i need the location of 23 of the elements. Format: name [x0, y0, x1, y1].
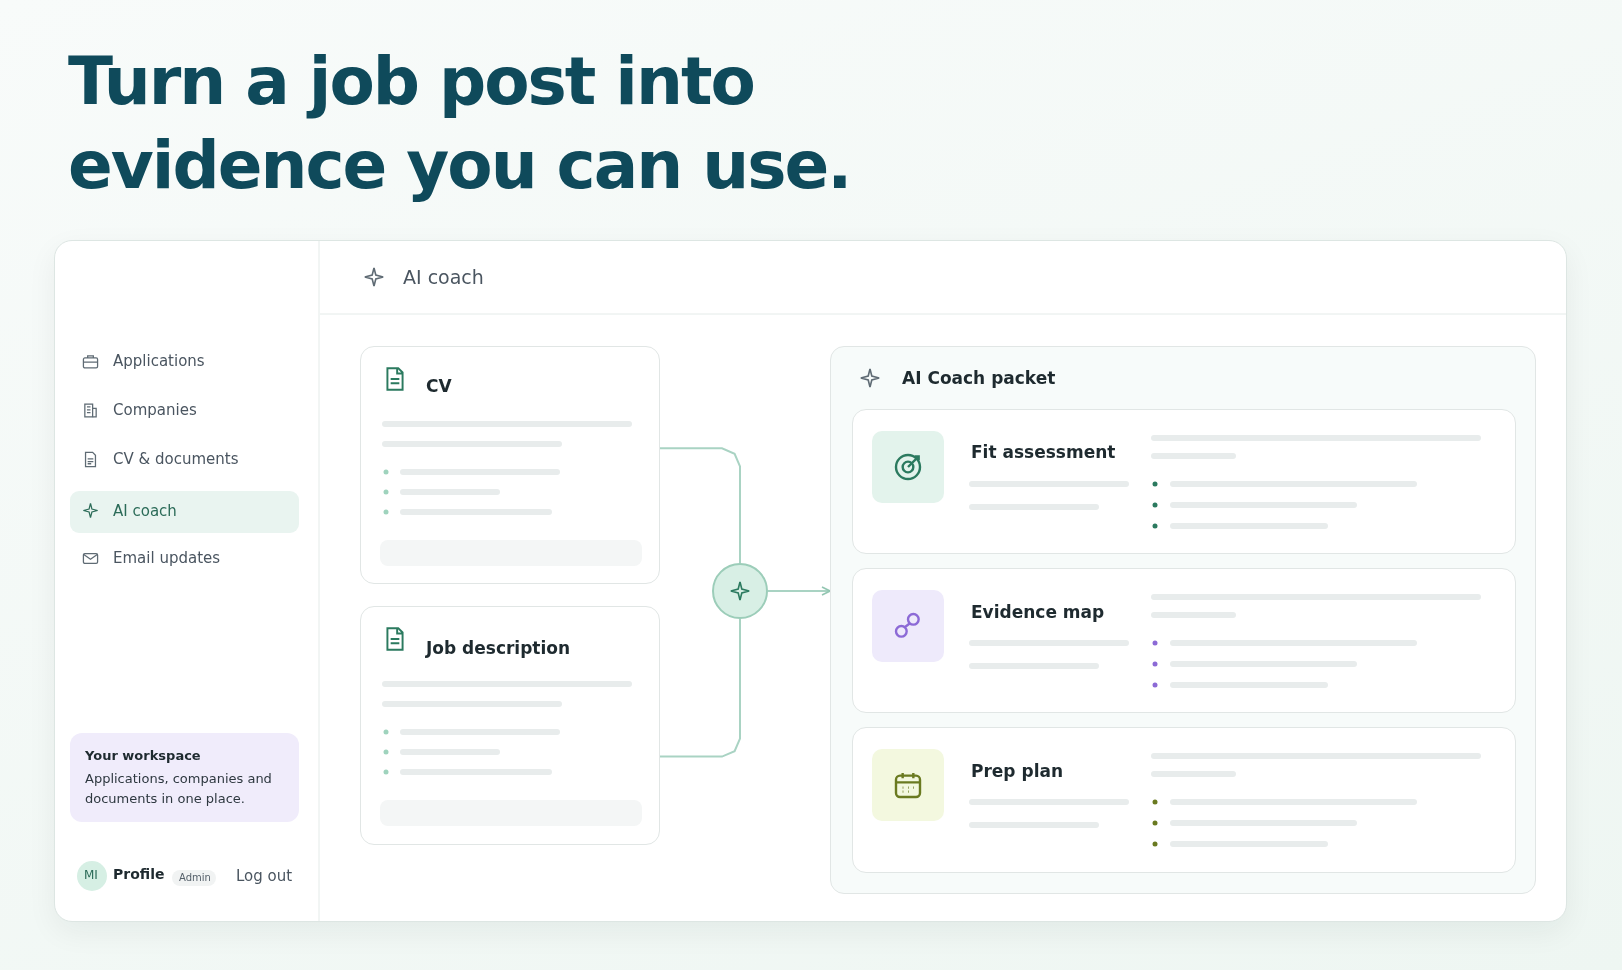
connector-line [659, 618, 741, 758]
card-title: Job description [426, 638, 571, 658]
connector-arrow [767, 586, 831, 596]
card-title: Prep plan [971, 761, 1064, 781]
role-tag: Admin [179, 872, 211, 883]
nav-link: Email updates [113, 549, 221, 567]
connector-line [659, 447, 741, 564]
packet-panel [830, 346, 1536, 894]
section-heading: AI coach [403, 266, 484, 288]
headline: Turn a job post into evidence you can use. [68, 42, 852, 206]
card-title: AI Coach packet [902, 368, 1056, 388]
info-card-title: Your workspace [85, 748, 201, 763]
profile-link: Profile [113, 866, 165, 882]
nav-link: AI coach [113, 502, 177, 520]
card-title: CV [426, 376, 452, 396]
avatar-initials: MI [84, 868, 98, 882]
info-card-text: Applications, companies and documents in one place. [85, 770, 273, 808]
card-title: Fit assessment [971, 442, 1116, 462]
nav-link: CV & documents [113, 450, 239, 468]
logout-link: Log out [236, 867, 293, 885]
card-title: Evidence map [971, 602, 1105, 622]
nav-link: Companies [113, 401, 197, 419]
nav-link: Applications [113, 352, 205, 370]
